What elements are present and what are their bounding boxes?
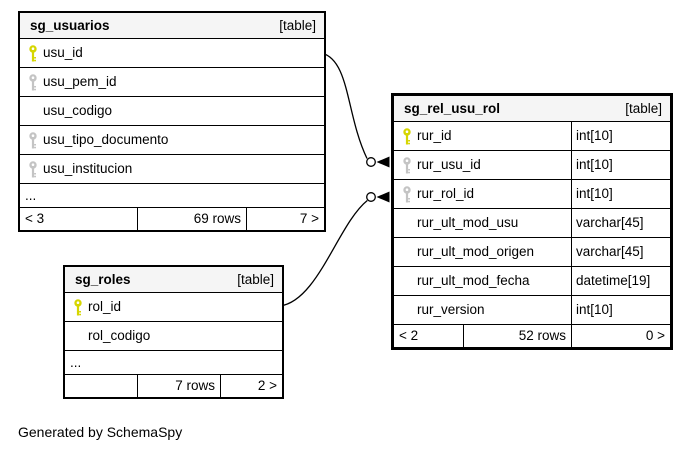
table-footer-sg_usuarios: < 3 69 rows 7 >: [20, 207, 324, 230]
column-type: int[10]: [571, 151, 670, 179]
footer-parents-count: < 2: [399, 328, 419, 344]
column-name: rur_version: [417, 302, 485, 318]
column-row-rur_rol_id: rur_rol_id int[10]: [394, 179, 670, 208]
foreign-key-icon: [402, 185, 417, 203]
table-name: sg_usuarios: [30, 17, 110, 33]
footer-children-count: 2 >: [220, 375, 282, 397]
column-row-rur_id: rur_id int[10]: [394, 121, 670, 150]
column-name: usu_institucion: [43, 161, 133, 177]
footer-parents-count: [65, 375, 137, 397]
primary-key-icon: [28, 44, 43, 62]
primary-key-icon: [402, 127, 417, 145]
table-sg_roles: sg_roles [table] rol_id rol_codigo ...: [63, 265, 284, 399]
fk-line-roles-to-rel: [279, 199, 368, 307]
column-type: int[10]: [571, 122, 670, 150]
column-type: datetime[19]: [571, 267, 670, 295]
column-row-rol_id: rol_id: [65, 292, 282, 321]
column-type: varchar[45]: [571, 209, 670, 237]
column-row-rur_ult_mod_fecha: rur_ult_mod_fecha datetime[19]: [394, 266, 670, 295]
column-row-rol_codigo: rol_codigo: [65, 321, 282, 350]
fk-arrowhead-rol: [376, 191, 390, 203]
table-name: sg_roles: [75, 271, 131, 287]
column-row-rur_usu_id: rur_usu_id int[10]: [394, 150, 670, 179]
fk-arrowhead-usu: [376, 156, 390, 168]
column-row-rur_ult_mod_origen: rur_ult_mod_origen varchar[45]: [394, 237, 670, 266]
table-name: sg_rel_usu_rol: [404, 100, 501, 116]
column-type: int[10]: [571, 296, 670, 324]
footer-row-count: 7 rows: [137, 375, 220, 397]
footer-row-count: 69 rows: [137, 208, 246, 230]
table-header-sg_roles[interactable]: sg_roles [table]: [65, 267, 282, 292]
table-footer-sg_roles: 7 rows 2 >: [65, 374, 282, 397]
column-row-usu_id: usu_id: [20, 38, 324, 67]
column-row-rur_ult_mod_usu: rur_ult_mod_usu varchar[45]: [394, 208, 670, 237]
column-name: usu_id: [43, 45, 83, 61]
table-header-sg_usuarios[interactable]: sg_usuarios [table]: [20, 13, 324, 38]
column-name: rur_ult_mod_fecha: [417, 273, 530, 289]
fk-endpoint-circle-usu: [366, 157, 376, 167]
column-name: usu_tipo_documento: [43, 132, 169, 148]
foreign-key-icon: [28, 131, 43, 149]
column-name: usu_codigo: [43, 103, 113, 119]
footer-parents-count: < 3: [25, 211, 45, 227]
table-type-badge: [table]: [237, 271, 274, 287]
footer-children-count: 7 >: [246, 208, 324, 230]
column-name: rol_codigo: [88, 328, 151, 344]
fk-endpoint-circle-rol: [366, 192, 376, 202]
column-type: int[10]: [571, 180, 670, 208]
column-row-usu_institucion: usu_institucion: [20, 154, 324, 183]
column-name: rur_ult_mod_usu: [417, 215, 519, 231]
column-name: rur_id: [417, 128, 452, 144]
table-sg_usuarios: sg_usuarios [table] usu_id: [18, 11, 326, 232]
column-name: rur_usu_id: [417, 157, 481, 173]
column-row-rur_version: rur_version int[10]: [394, 295, 670, 324]
column-name: rur_rol_id: [417, 186, 475, 202]
footer-row-count: 52 rows: [463, 325, 571, 347]
table-footer-sg_rel_usu_rol: < 2 52 rows 0 >: [394, 324, 670, 347]
foreign-key-icon: [28, 160, 43, 178]
more-columns-indicator: ...: [20, 183, 324, 207]
footer-children-count: 0 >: [571, 325, 670, 347]
more-columns-indicator: ...: [65, 350, 282, 374]
column-name: rol_id: [88, 299, 122, 315]
column-name: usu_pem_id: [43, 74, 117, 90]
generated-by-note: Generated by SchemaSpy: [18, 424, 183, 440]
table-type-badge: [table]: [625, 100, 662, 116]
table-type-badge: [table]: [279, 17, 316, 33]
foreign-key-icon: [402, 156, 417, 174]
column-type: varchar[45]: [571, 238, 670, 266]
fk-line-usuarios-to-rel: [321, 52, 368, 159]
column-row-usu_codigo: usu_codigo: [20, 96, 324, 125]
primary-key-icon: [73, 298, 88, 316]
table-sg_rel_usu_rol: sg_rel_usu_rol [table] rur_id int[10]: [391, 93, 673, 350]
column-row-usu_pem_id: usu_pem_id: [20, 67, 324, 96]
foreign-key-icon: [28, 73, 43, 91]
column-row-usu_tipo_documento: usu_tipo_documento: [20, 125, 324, 154]
column-name: rur_ult_mod_origen: [417, 244, 535, 260]
table-header-sg_rel_usu_rol[interactable]: sg_rel_usu_rol [table]: [394, 96, 670, 121]
